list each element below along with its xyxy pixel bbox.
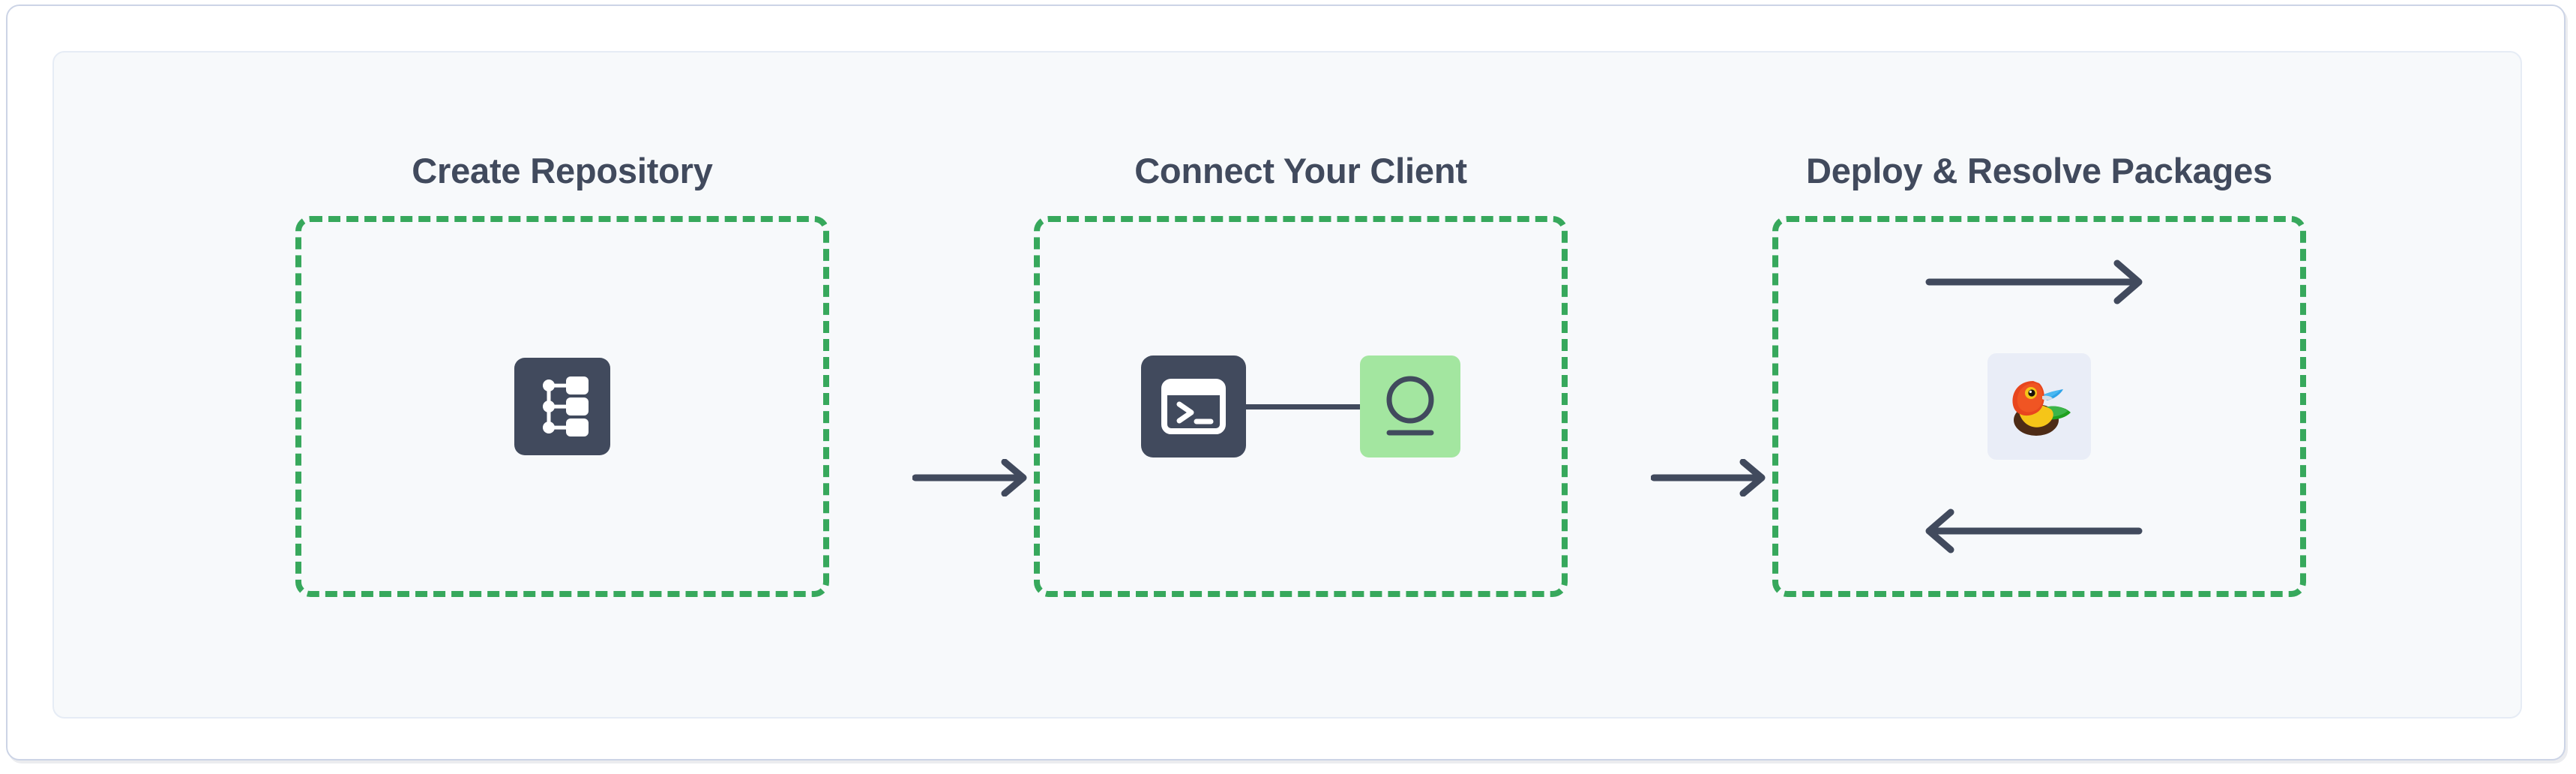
stage-deploy-resolve-packages: Deploy & Resolve Packages [1772,150,2306,597]
stage-box-create-repository [295,216,829,597]
connector-arrow-2 [1651,459,1771,496]
conan-bird-logo [1987,353,2091,460]
workflow-panel: Create Repository [52,51,2522,718]
stage-1-icon-cluster [301,222,823,591]
stage-connect-your-client: Connect Your Client [1034,150,1568,597]
stage-2-icon-cluster [1040,222,1562,591]
connection-line [1246,404,1360,410]
connector-arrow-1 [912,459,1032,496]
terminal-icon [1141,356,1246,458]
stage-title-create-repository: Create Repository [412,151,713,190]
stage-title-deploy-resolve-packages: Deploy & Resolve Packages [1806,151,2272,190]
stage-create-repository: Create Repository [295,150,829,597]
client-package-icon [1360,356,1460,458]
stage-box-connect-your-client [1034,216,1568,597]
stage-title-connect-your-client: Connect Your Client [1134,151,1467,190]
arrow-left-download-icon [1918,508,2143,554]
arrow-right-upload-icon [1925,260,2150,304]
stage-box-deploy-resolve-packages [1772,216,2306,597]
outer-card: Create Repository [6,4,2566,760]
repository-hierarchy-icon [514,358,610,455]
client-connection-row [1141,356,1460,458]
